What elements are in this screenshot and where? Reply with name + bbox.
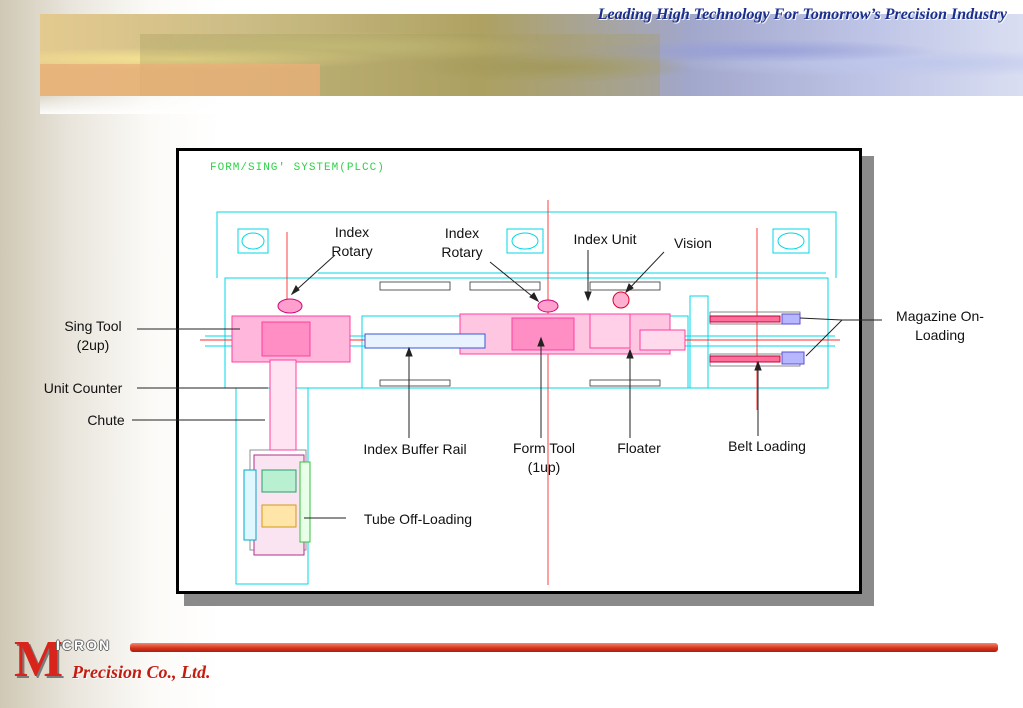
label-unit-counter: Unit Counter — [43, 380, 123, 396]
logo-word: ICRON — [56, 637, 112, 653]
machine-units — [231, 291, 805, 556]
label-index-buffer-rail: Index Buffer Rail — [363, 441, 467, 457]
header-banner — [40, 14, 1023, 114]
label-tube-off-loading: Tube Off-Loading — [363, 511, 473, 527]
footer-divider — [130, 643, 998, 652]
label-magazine-on-loading: Magazine On-Loading — [896, 308, 984, 343]
label-belt-loading: Belt Loading — [728, 438, 806, 454]
label-chute: Chute — [87, 412, 125, 428]
drawing-title: FORM/SING' SYSTEM(PLCC) — [210, 162, 385, 174]
company-name: Precision Co., Ltd. — [72, 662, 211, 682]
header-tagline: Leading High Technology For Tomorrow’s P… — [597, 6, 1007, 23]
leader-lines — [132, 250, 882, 519]
label-form-tool: Form Tool (1up) — [513, 440, 575, 475]
banner-decoration — [40, 64, 320, 96]
logo-letter: M — [14, 631, 64, 688]
label-sing-tool: Sing Tool (2up) — [64, 318, 122, 353]
label-floater: Floater — [617, 440, 661, 456]
company-logo: M ICRON — [12, 629, 128, 691]
label-vision: Vision — [674, 235, 712, 251]
label-index-rotary-left: Index Rotary — [331, 224, 373, 259]
label-index-unit: Index Unit — [573, 231, 637, 247]
label-index-rotary-center: Index Rotary — [441, 225, 483, 260]
